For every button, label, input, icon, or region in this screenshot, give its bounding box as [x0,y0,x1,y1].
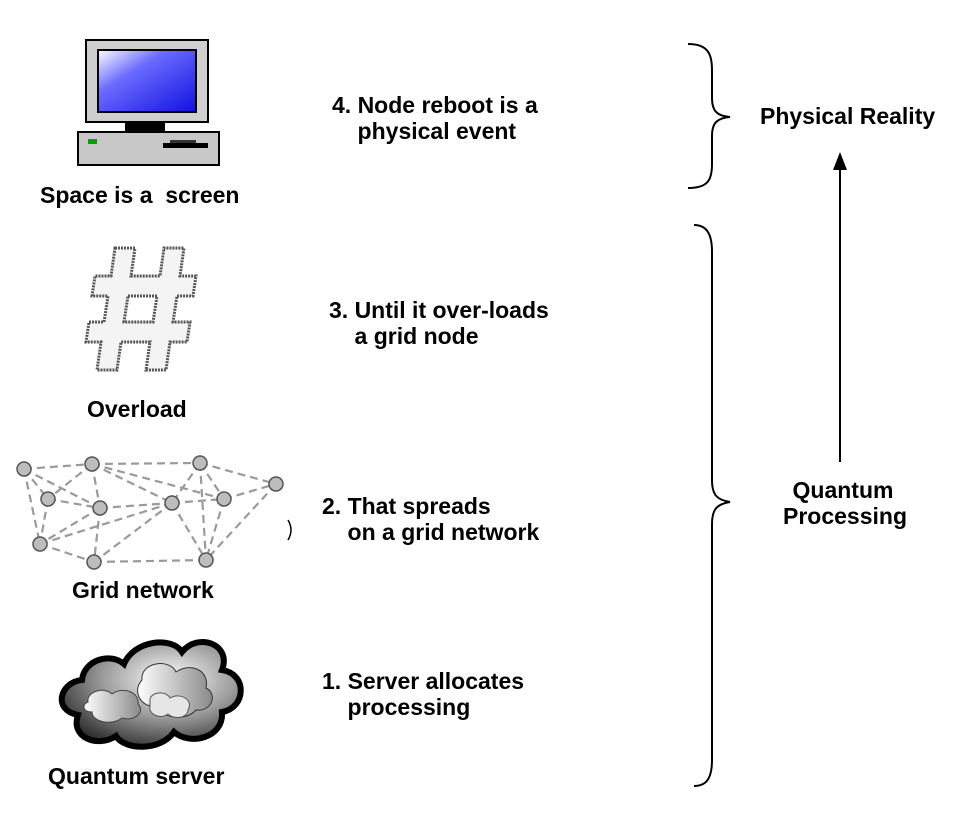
cloud-icon [58,639,244,750]
label-overload: Overload [87,396,187,422]
label-space-is-a-screen: Space is a screen [40,182,240,208]
step-2: 2. That spreads on a grid network [322,493,540,546]
hash-icon [84,246,198,372]
label-grid-network: Grid network [72,577,214,603]
brace-physical [687,43,731,189]
brace-quantum [693,224,731,787]
step-1: 1. Server allocates processing [322,668,525,721]
step-3: 3. Until it over-loads a grid node [329,297,549,350]
label-quantum-server: Quantum server [48,763,225,789]
label-physical-reality: Physical Reality [760,103,936,129]
step-4: 4. Node reboot is a physical event [332,92,538,145]
arrow-up [833,152,847,462]
label-quantum-processing: Quantum Processing [783,477,907,530]
grid-network-icon [16,455,292,570]
computer-icon [77,39,220,166]
